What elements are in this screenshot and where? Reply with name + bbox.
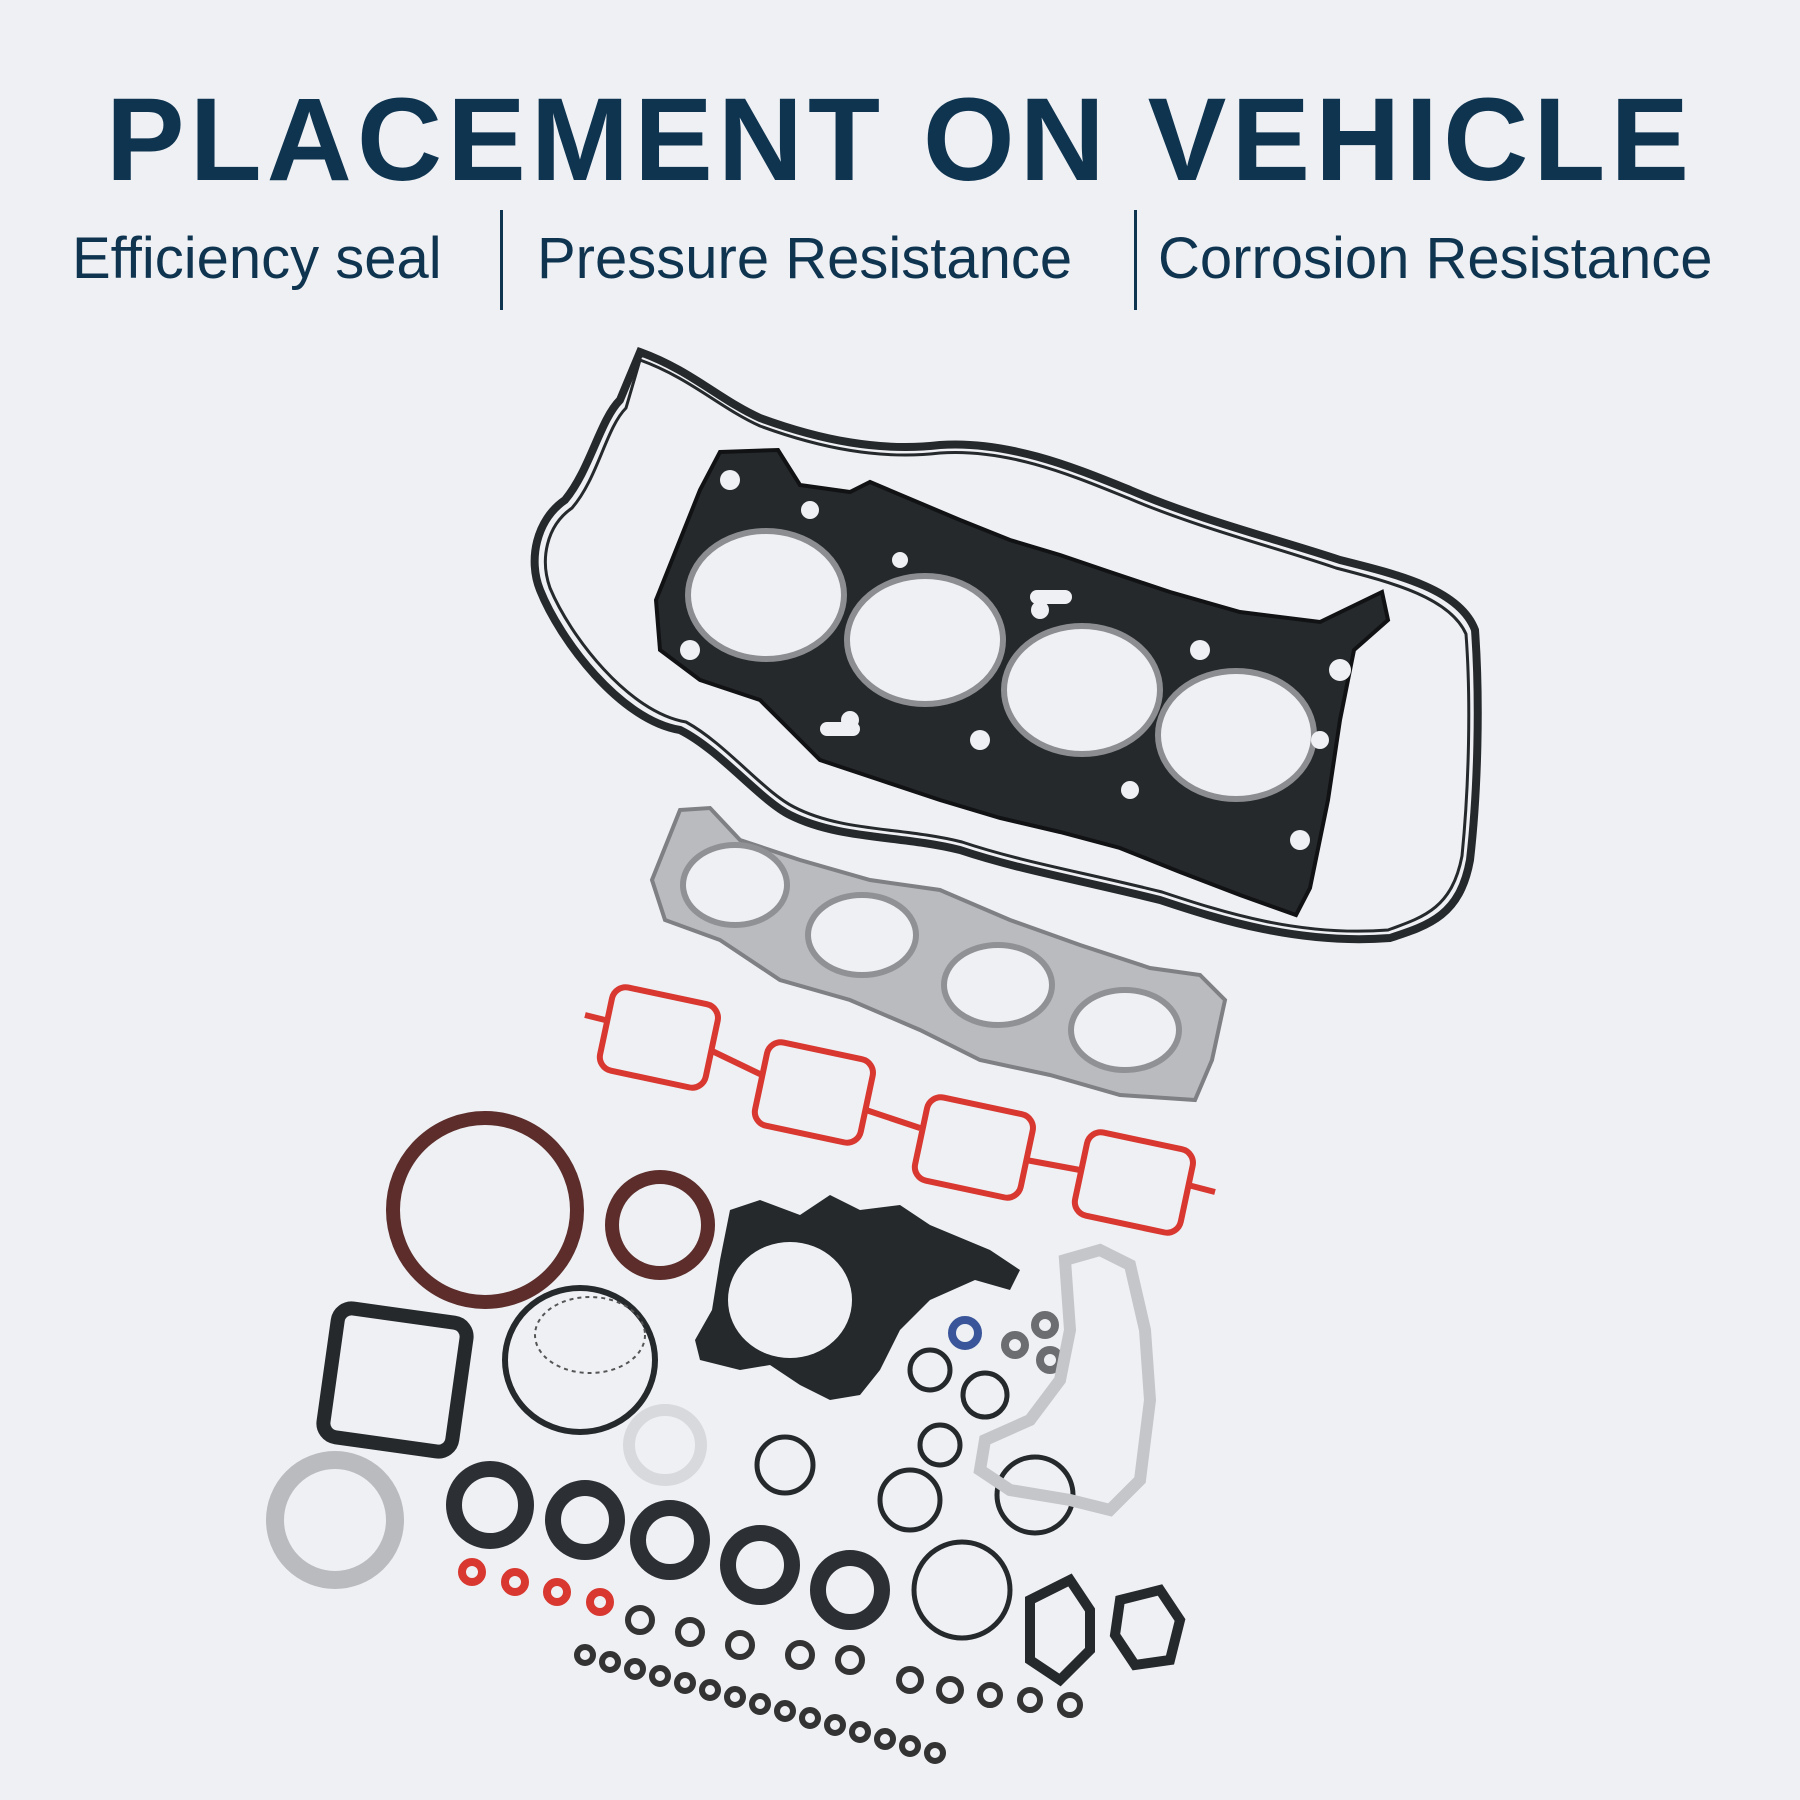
oil-filter-housing-gasket: [973, 1243, 1157, 1517]
silver-ring: [623, 1404, 707, 1486]
small-metal-seals: [1001, 1311, 1064, 1374]
head-gasket-bore: [844, 573, 1006, 707]
page-title: PLACEMENT ON VEHICLE: [105, 74, 1695, 206]
egr-gasket: [1109, 1584, 1186, 1671]
square-gasket: [316, 1301, 474, 1459]
feature-pressure-resistance: Pressure Resistance: [537, 226, 1073, 291]
feature-efficiency-seal: Efficiency seal: [72, 226, 442, 291]
rear-main-seal: [386, 1111, 584, 1309]
feature-list: Efficiency seal Pressure Resistance Corr…: [0, 210, 1800, 310]
feature-corrosion-resistance: Corrosion Resistance: [1158, 226, 1713, 291]
head-gasket-bore: [1155, 668, 1317, 802]
o-rings: [754, 1347, 1076, 1641]
exhaust-ring-gasket: [266, 1451, 404, 1589]
front-crank-seal: [605, 1170, 715, 1280]
head-gasket-holes: [680, 470, 1351, 850]
red-o-rings: [458, 1558, 614, 1616]
small-o-rings: [574, 1605, 1083, 1764]
mesh-filter-screen: [534, 1296, 646, 1374]
feature-divider: [1134, 210, 1137, 310]
vvt-gasket: [1025, 1573, 1095, 1687]
exhaust-ports: [680, 842, 1182, 1073]
head-gasket-bore: [685, 528, 847, 662]
valve-cover-gasket-inner: [543, 358, 1471, 933]
mesh-filter-gasket: [502, 1285, 658, 1435]
water-pump-gasket-opening: [728, 1242, 852, 1358]
intake-manifold-gasket: [584, 984, 1216, 1236]
valve-cover-gasket: [530, 346, 1482, 944]
black-oil-seals: [446, 1461, 890, 1630]
head-gasket-bore: [1001, 623, 1163, 757]
blue-seal: [948, 1316, 982, 1350]
feature-divider: [500, 210, 503, 310]
